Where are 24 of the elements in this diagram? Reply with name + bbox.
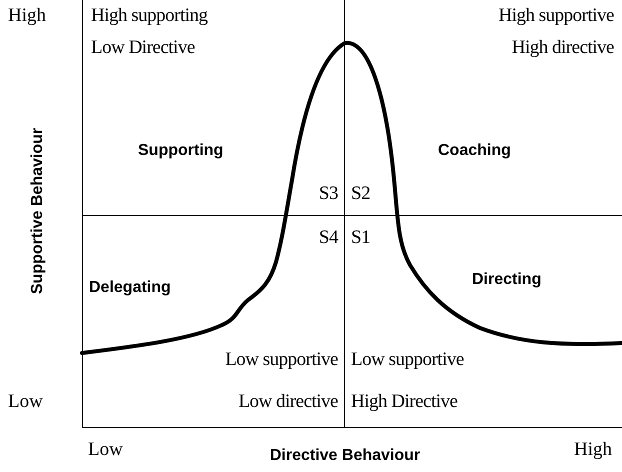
quadrant-text: High supportive bbox=[498, 6, 614, 25]
axis-label: Low bbox=[8, 392, 43, 411]
quadrant-text: High supporting bbox=[91, 6, 208, 25]
quadrant-text: S3 bbox=[318, 184, 338, 203]
quadrant-text: Low supportive bbox=[351, 350, 464, 369]
quadrant-text: High directive bbox=[512, 38, 614, 57]
quadrant-text: Low supportive bbox=[225, 350, 338, 369]
axis-label: High bbox=[8, 6, 46, 25]
style-label: Supporting bbox=[138, 143, 224, 159]
quadrant-panel bbox=[82, 0, 345, 216]
axis-label: High bbox=[574, 440, 612, 459]
quadrant-text: High Directive bbox=[351, 392, 458, 411]
axis-label: Supportive Behaviour bbox=[30, 126, 46, 296]
quadrant-text: S4 bbox=[318, 228, 338, 247]
axis-label: Directive Behaviour bbox=[268, 448, 422, 464]
style-label: Directing bbox=[472, 272, 542, 288]
quadrant-text: Low directive bbox=[238, 392, 338, 411]
axis-label: Low bbox=[88, 440, 123, 459]
quadrant-text: Low Directive bbox=[91, 38, 195, 57]
quadrant-text: S1 bbox=[351, 228, 370, 247]
quadrant-panel bbox=[82, 216, 345, 428]
style-label: Delegating bbox=[89, 280, 171, 296]
quadrant-text: S2 bbox=[351, 184, 370, 203]
style-label: Coaching bbox=[438, 143, 511, 159]
